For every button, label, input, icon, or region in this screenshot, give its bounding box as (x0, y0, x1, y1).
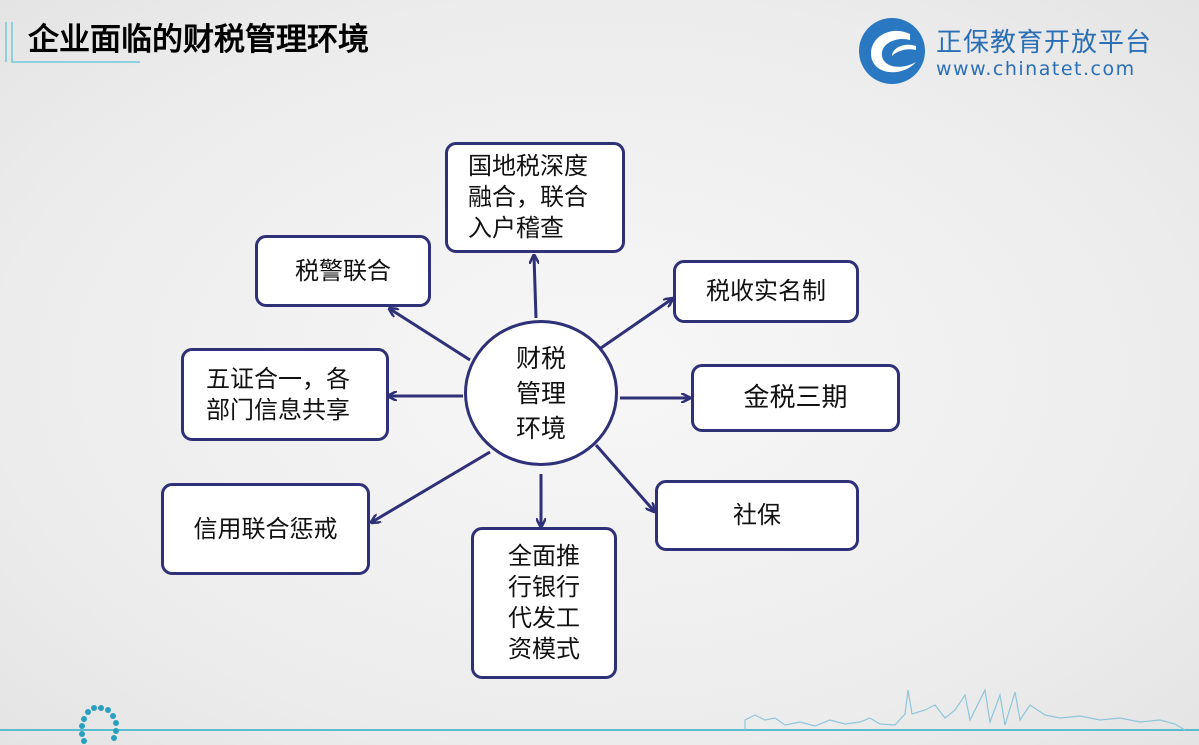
center-label: 财税 管理 环境 (515, 343, 566, 443)
footer-decoration (0, 688, 1199, 744)
decorative-bracket (5, 22, 140, 63)
arrow-top (534, 256, 536, 319)
arrow-real-name (597, 299, 672, 352)
arrow-social (594, 444, 654, 511)
node-bank-payroll: 全面推 行银行 代发工 资模式 (471, 527, 617, 679)
arrow-credit (372, 450, 491, 522)
logo-icon (859, 18, 925, 84)
logo-name: 正保教育开放平台 (936, 28, 1153, 58)
node-five-certs: 五证合一，各 部门信息共享 (181, 348, 389, 441)
node-real-name: 税收实名制 (673, 260, 859, 323)
node-tax-police: 税警联合 (255, 235, 431, 307)
node-credit: 信用联合惩戒 (161, 483, 370, 575)
node-social-security: 社保 (655, 480, 859, 551)
center-node: 财税 管理 环境 (464, 320, 618, 466)
logo: 正保教育开放平台 www.chinatet.com (858, 16, 1188, 86)
node-top: 国地税深度 融合，联合 入户稽查 (445, 142, 625, 253)
arrow-tax-police (390, 309, 471, 362)
logo-url: www.chinatet.com (936, 58, 1136, 80)
node-golden-tax: 金税三期 (691, 364, 900, 432)
page-title: 企业面临的财税管理环境 (28, 22, 369, 58)
